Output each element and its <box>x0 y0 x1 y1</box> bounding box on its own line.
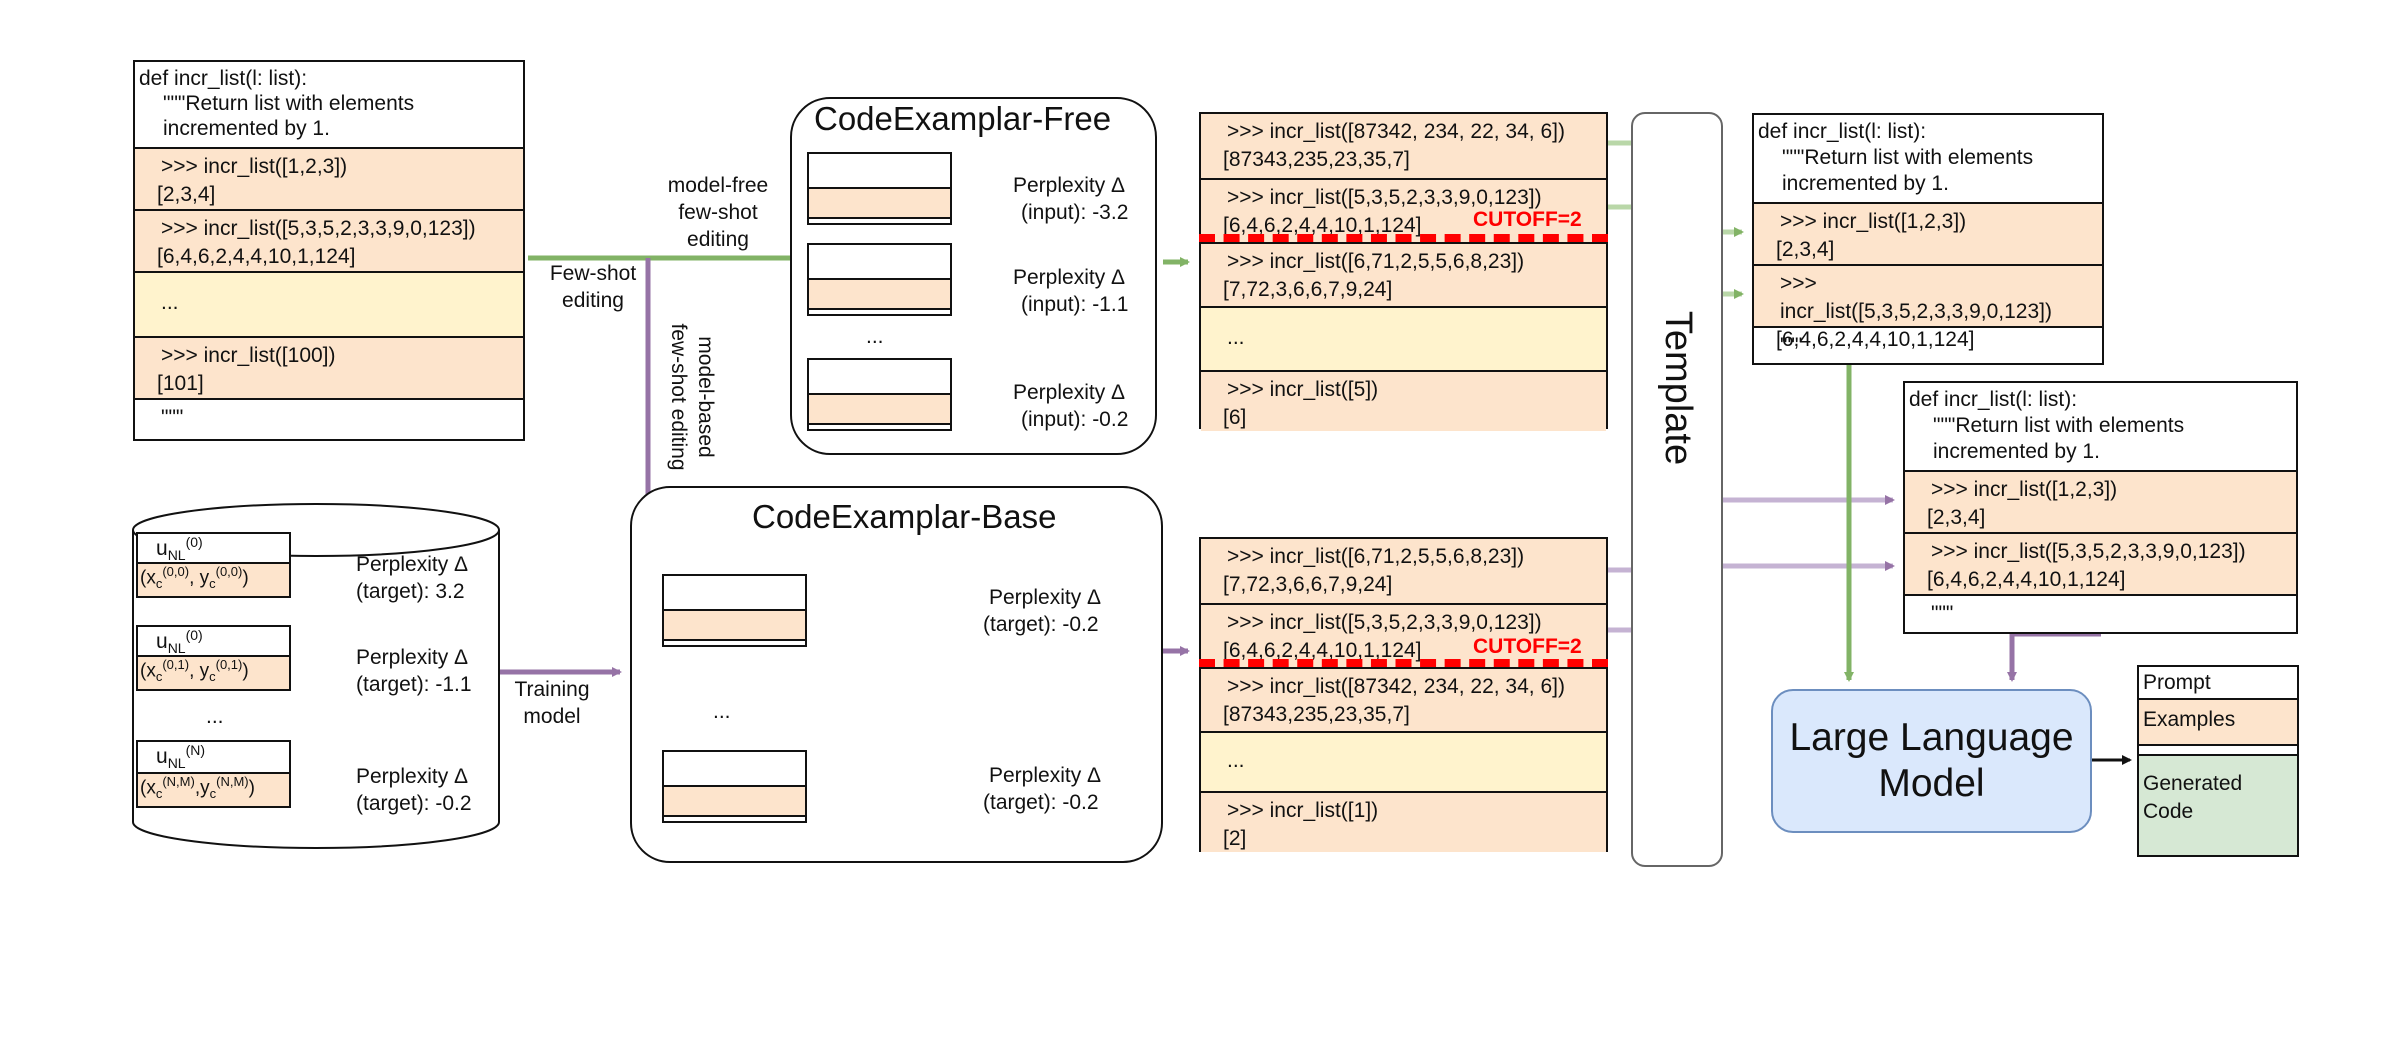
perplexity-label: Perplexity Δ(input): -1.1 <box>1013 266 1129 316</box>
example-row: >>> incr_list([100])[101] <box>135 336 523 398</box>
cutoff-label: CUTOFF=2 <box>1473 635 1582 658</box>
candidate-doc <box>807 152 952 225</box>
codeexamplar-base-title: CodeExamplar-Base <box>752 498 1057 535</box>
dataset-ellipsis: ... <box>206 705 224 728</box>
dataset-item: uNL(N) (xc(N,M),yc(N,M)) <box>136 740 291 808</box>
examples-section: Examples <box>2139 700 2297 746</box>
cutoff-line <box>1199 234 1608 242</box>
candidate-doc <box>807 243 952 316</box>
llm-block: Large Language Model <box>1771 689 2092 833</box>
example-row: >>> incr_list([5,3,5,2,3,3,9,0,123])[6,4… <box>135 209 523 271</box>
candidate-doc <box>807 358 952 431</box>
ellipsis: ... <box>866 325 884 348</box>
ranked-examples-free: >>> incr_list([87342, 234, 22, 34, 6])[8… <box>1199 112 1608 431</box>
example-row: ... <box>135 271 523 336</box>
prompt-docstring-free: def incr_list(l: list): """Return list w… <box>1752 113 2104 365</box>
prompt-section: Prompt <box>2139 667 2297 700</box>
perplexity-label: Perplexity Δ(target): -0.2 <box>983 586 1102 636</box>
dataset-item: uNL(0) (xc(0,1), yc(0,1)) <box>136 625 291 691</box>
prompt-base-to-llm <box>2007 631 2101 682</box>
cutoff-line <box>1199 659 1608 667</box>
ranked-examples-base: >>> incr_list([6,71,2,5,5,6,8,23])[7,72,… <box>1199 537 1608 852</box>
ellipsis: ... <box>713 700 731 723</box>
dataset-item: uNL(0) (xc(0,0), yc(0,0)) <box>136 532 291 598</box>
perplexity-label: Perplexity Δ(input): -3.2 <box>1013 174 1129 224</box>
perplexity-label: Perplexity Δ(target): -0.2 <box>983 764 1102 814</box>
prompt-docstring-base: def incr_list(l: list): """Return list w… <box>1903 381 2298 634</box>
codeexamplar-free-title: CodeExamplar-Free <box>814 100 1112 137</box>
example-row: >>> incr_list([1,2,3])[2,3,4] <box>135 147 523 209</box>
cutoff-label: CUTOFF=2 <box>1473 208 1582 231</box>
perplexity-label: Perplexity Δ(target): -0.2 <box>356 765 472 815</box>
template-label: Template <box>1657 310 1699 466</box>
candidate-doc <box>662 750 807 823</box>
perplexity-label: Perplexity Δ(target): -1.1 <box>356 646 472 696</box>
perplexity-label: Perplexity Δ(input): -0.2 <box>1013 381 1129 431</box>
template-block <box>1631 112 1723 867</box>
original-docstring: def incr_list(l: list): """Return list w… <box>133 60 525 441</box>
perplexity-label: Perplexity Δ(target): 3.2 <box>356 553 469 603</box>
candidate-doc <box>662 574 807 647</box>
